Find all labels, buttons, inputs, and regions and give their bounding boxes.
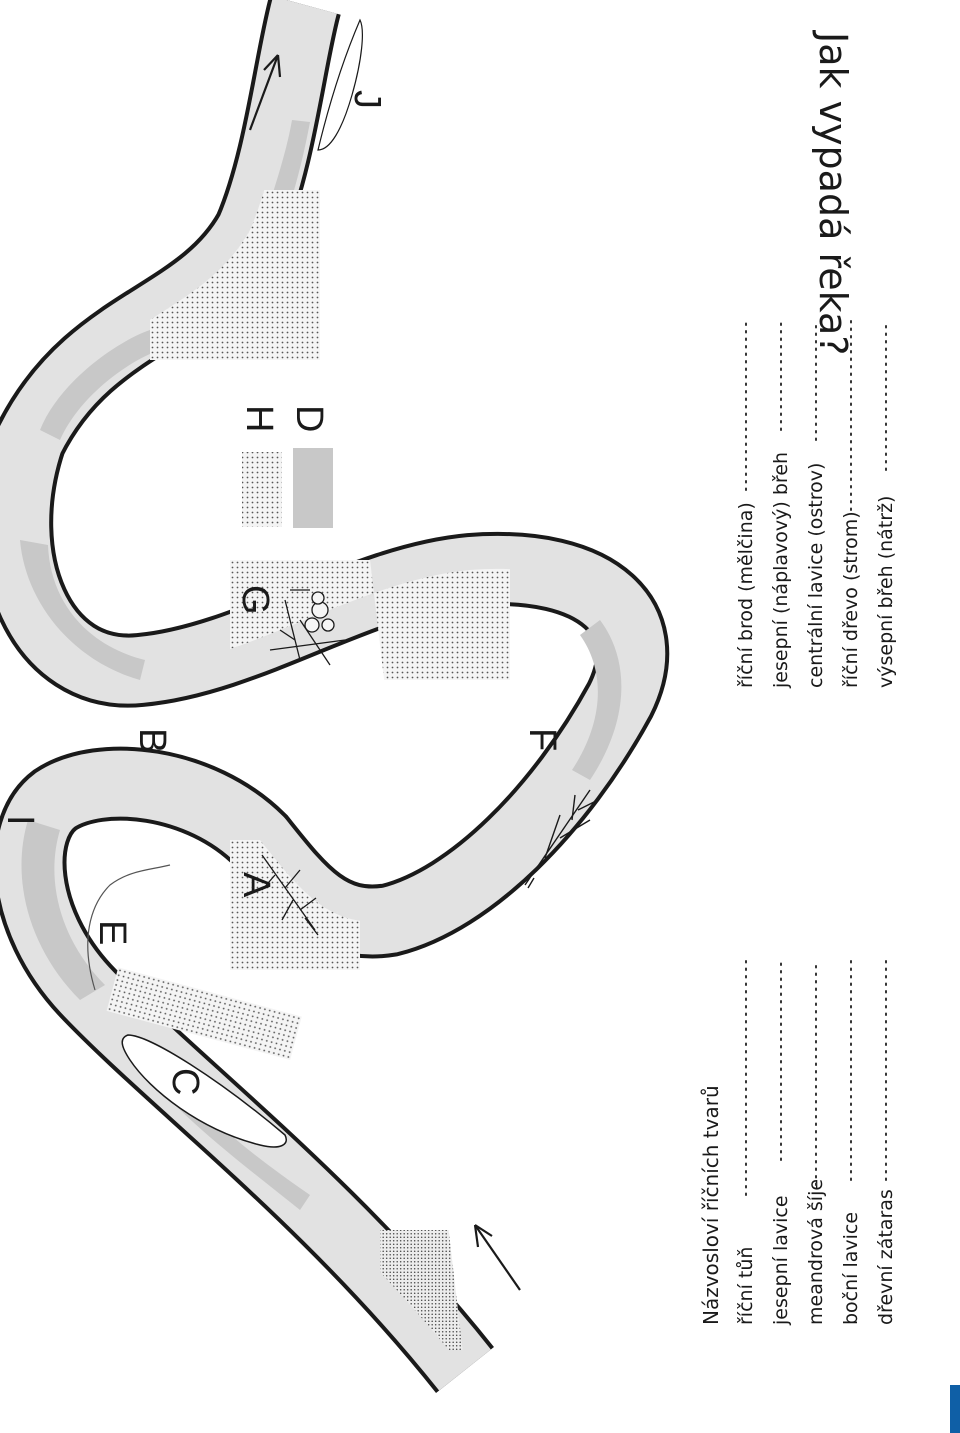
glossary-right-item: jesepní (náplavový) břeh: [770, 452, 792, 689]
tree-icon: [261, 854, 319, 936]
legend-swatch-bar: [293, 448, 333, 528]
label-J: J: [346, 90, 388, 109]
label-G: G: [234, 585, 276, 615]
page-edge-bar: [950, 1385, 960, 1433]
flow-arrow-icon: [248, 54, 282, 131]
glossary-left-item: jesepní lavice: [770, 1195, 792, 1326]
label-H: H: [238, 405, 280, 432]
glossary-left-item: meandrová šíje: [805, 1179, 827, 1325]
side-bar-outline: [87, 864, 171, 991]
glossary-left-item: říční tůň: [735, 1247, 757, 1325]
label-A: A: [235, 872, 277, 898]
glossary-left-item: boční lavice: [840, 1212, 862, 1325]
label-F: F: [521, 728, 563, 751]
glossary-heading: Názvosloví říčních tvarů: [699, 1085, 723, 1325]
label-D: D: [288, 405, 330, 432]
answer-lines: [745, 319, 887, 1196]
glossary-right-item: centrální lavice (ostrov): [805, 463, 827, 688]
glossary-right-item: říční dřevo (strom): [840, 511, 862, 688]
glossary-right-item: výsepní břeh (nátrž): [875, 496, 897, 688]
upper-bar: [317, 18, 363, 151]
flow-arrow-icon: [473, 1224, 521, 1291]
label-E: E: [91, 920, 133, 945]
label-I: I: [0, 815, 41, 826]
log-jam-icon: [269, 589, 346, 666]
glossary-left-item: dřevní zátaras: [875, 1189, 897, 1325]
legend-swatch-riffle: [242, 452, 282, 527]
glossary-right-item: říční brod (mělčina): [735, 502, 757, 688]
label-B: B: [131, 728, 173, 753]
page-title: Jak vypadá řeka?: [811, 30, 855, 355]
label-C: C: [164, 1068, 206, 1095]
tree-icon: [524, 789, 599, 889]
central-island: [121, 1034, 287, 1148]
